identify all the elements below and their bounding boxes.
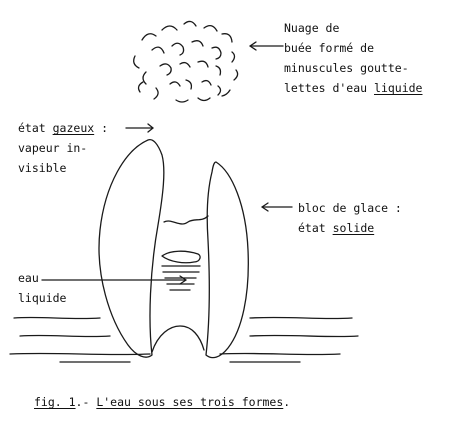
caption-title: L'eau sous ses trois formes (96, 395, 284, 409)
arrow-vapour (125, 123, 154, 133)
cloud-label-line3: minuscules goutte- (284, 61, 409, 75)
cloud-label-line4: lettes d'eau liquide (284, 78, 422, 98)
caption-period: . (283, 395, 291, 409)
ice-block (98, 138, 249, 359)
cloud-label-line1: Nuage de (284, 21, 340, 35)
gas-label-line2: vapeur in- (18, 141, 88, 155)
gas-label-colon: : (94, 121, 109, 135)
cloud-label-line2: buée formé de (284, 41, 375, 55)
ice-label-solide: solide (332, 221, 375, 235)
gas-label-state: état (18, 121, 53, 135)
water-label-line1: eau (18, 271, 39, 285)
cloud-label-line4-text: lettes d'eau (284, 81, 375, 95)
caption-separator: .- (75, 395, 97, 409)
ice-label-state: état (298, 221, 333, 235)
gas-label-gazeux: gazeux (52, 121, 95, 135)
arrow-cloud (249, 41, 284, 51)
steam-cloud (133, 20, 239, 103)
ice-label-line1: bloc de glace : (298, 201, 402, 215)
gas-label-line1: état gazeux : (18, 118, 108, 138)
caption-fig-number: fig. 1 (34, 395, 76, 409)
figure-caption: fig. 1.- L'eau sous ses trois formes. (34, 392, 290, 412)
arrow-water (41, 275, 187, 285)
cloud-label-liquide: liquide (374, 81, 423, 95)
ground-lines (9, 316, 359, 363)
arrow-ice (261, 202, 293, 212)
water-label-line2: liquide (18, 291, 67, 305)
ice-label-line2: état solide (298, 218, 374, 238)
gas-label-line3: visible (18, 161, 67, 175)
